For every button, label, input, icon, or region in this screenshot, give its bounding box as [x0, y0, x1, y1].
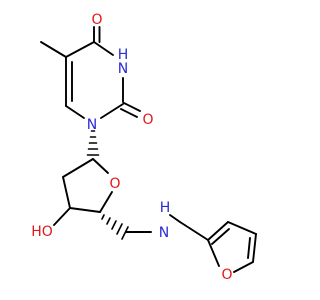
bond-furan-4: [233, 261, 254, 273]
bond-c4-n3: [93, 41, 114, 56]
atom-nh-n: N: [159, 225, 169, 241]
bond-furan-1: [207, 221, 229, 241]
atom-n3: N: [118, 61, 128, 77]
atom-o-right: O: [142, 112, 153, 128]
atom-n1: N: [87, 117, 97, 133]
bond-c2-o-2: [120, 108, 138, 118]
bond-n-ch2: [169, 214, 181, 223]
bond-furan-3: [252, 233, 257, 263]
bond-c1-c2: [62, 158, 94, 178]
bond-furan-2: [227, 221, 257, 235]
bond-c3-c4: [69, 207, 101, 213]
hash-10: [121, 226, 129, 240]
atom-n3-h: H: [118, 47, 129, 63]
bond-c3-oh: [53, 207, 71, 226]
atom-o-furan: O: [221, 267, 232, 283]
atom-labels: O N H O N O HO H N O: [31, 12, 232, 283]
bond-c5-c4: [65, 41, 95, 58]
thymine-ring: [40, 26, 141, 119]
bond-furan-3b: [247, 237, 251, 259]
bond-o4-c1: [92, 158, 109, 174]
hashed-wedge-c4-c5: [101, 214, 129, 240]
atom-o-ring: O: [109, 176, 120, 192]
bond-c4-o4: [99, 191, 113, 213]
bond-furan-1b: [211, 228, 230, 245]
bond-c2-c3: [62, 176, 71, 209]
hash-9: [116, 223, 123, 235]
bond-c2-o: [123, 102, 141, 112]
molecule-canvas: O N H O N O HO H N O: [31, 12, 257, 283]
bond-ch2-furan: [179, 221, 209, 241]
furan-group: [169, 214, 257, 273]
structure-diagram: O N H O N O HO H N O: [31, 12, 257, 283]
bond-c2-n1: [100, 103, 124, 119]
bond-furan-5: [207, 239, 220, 267]
bond-n1-c6: [65, 105, 85, 119]
hash-8: [111, 220, 117, 230]
hashed-wedge-n1-c1: [86, 130, 100, 156]
atom-ho: HO: [31, 224, 53, 240]
bond-methyl: [40, 41, 67, 58]
hash-6: [101, 214, 105, 220]
atom-o-top: O: [91, 12, 102, 28]
hash-7: [106, 217, 111, 225]
atom-nh-h: H: [160, 200, 171, 216]
sugar-ring: [53, 130, 152, 240]
